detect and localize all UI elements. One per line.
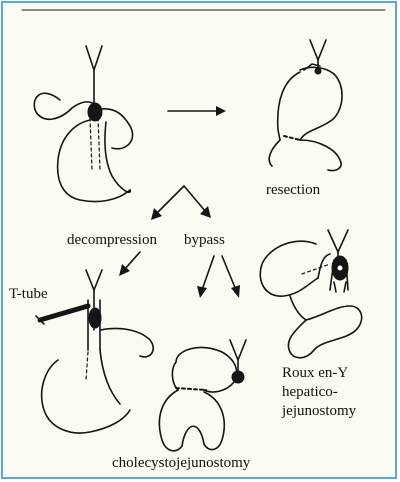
- cholecystojejunostomy-drawing: [158, 339, 247, 452]
- label-t-tube: T-tube: [9, 286, 48, 302]
- label-cholecystojejunostomy: cholecystojejunostomy: [112, 455, 251, 471]
- arrow-bypass-left: [197, 255, 215, 298]
- label-roux-line-2: hepatico-: [282, 384, 338, 400]
- arrow-to-bypass: [183, 185, 211, 218]
- label-roux-line-3: jejunostomy: [282, 403, 357, 419]
- ttube-drawing: [35, 269, 155, 434]
- roux-en-y-drawing: [259, 229, 363, 359]
- label-resection: resection: [266, 182, 321, 198]
- label-roux-line-1: Roux en-Y: [282, 365, 349, 381]
- label-decompression: decompression: [67, 232, 157, 248]
- label-roux-en-y: Roux en-Y hepatico- jejunostomy: [282, 364, 356, 421]
- arrow-decompression-down: [119, 251, 141, 276]
- resection-drawing: [268, 39, 343, 172]
- arrow-to-resection: [167, 106, 226, 116]
- arrow-bypass-right: [221, 255, 240, 298]
- anatomy-original-drawing: [33, 45, 134, 203]
- arrow-to-decompression: [151, 185, 185, 220]
- label-bypass: bypass: [184, 232, 225, 248]
